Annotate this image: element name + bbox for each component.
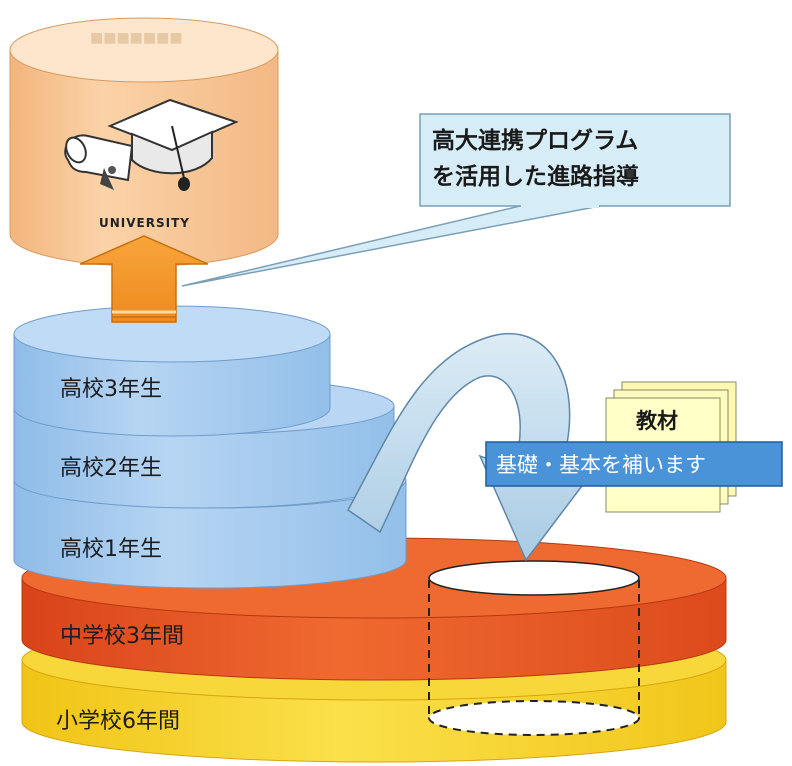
hole-cylinder: [428, 560, 640, 736]
label-elementary: 小学校6年間: [56, 709, 180, 734]
supplement-banner: 基礎・基本を補います: [485, 441, 783, 487]
layer-high-3: [13, 305, 331, 437]
supplement-banner-text: 基礎・基本を補います: [496, 453, 706, 477]
graduation-cap-icon: [107, 98, 239, 191]
callout-box: 高大連携プログラム を活用した進路指導: [181, 113, 731, 287]
label-high-1: 高校1年生: [60, 537, 162, 562]
label-high-3: 高校3年生: [60, 377, 162, 402]
label-middle-school: 中学校3年間: [60, 624, 184, 649]
diploma-scroll-icon: [64, 134, 134, 190]
svg-text:■■■■■■■: ■■■■■■■: [90, 30, 183, 46]
callout-line-2: を活用した進路指導: [432, 163, 639, 190]
university-label: UNIVERSITY: [99, 216, 190, 230]
callout-line-1: 高大連携プログラム: [432, 127, 638, 154]
material-card-label: 教材: [636, 409, 678, 433]
up-arrow: [79, 235, 209, 323]
label-high-2: 高校2年生: [60, 456, 162, 481]
